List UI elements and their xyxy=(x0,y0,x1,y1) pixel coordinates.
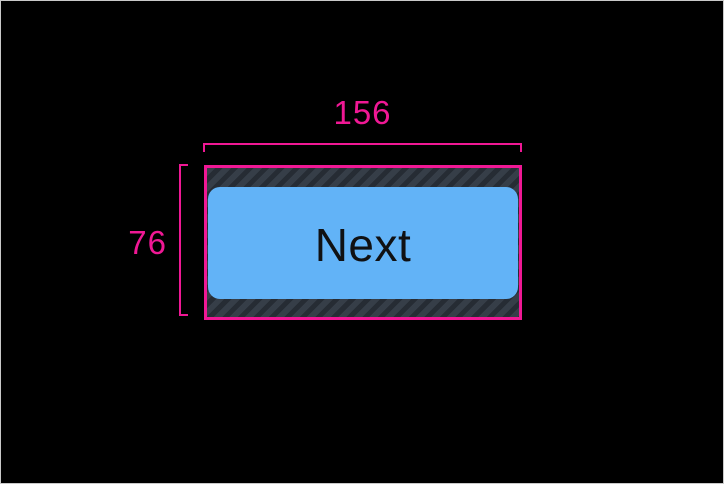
next-button[interactable]: Next xyxy=(208,186,518,299)
height-dimension-bracket xyxy=(179,164,188,316)
width-dimension-label: 156 xyxy=(333,94,392,131)
width-dimension-bracket xyxy=(203,143,522,152)
touch-target-highlight: Next xyxy=(204,165,522,320)
height-dimension-label: 76 xyxy=(128,224,167,261)
